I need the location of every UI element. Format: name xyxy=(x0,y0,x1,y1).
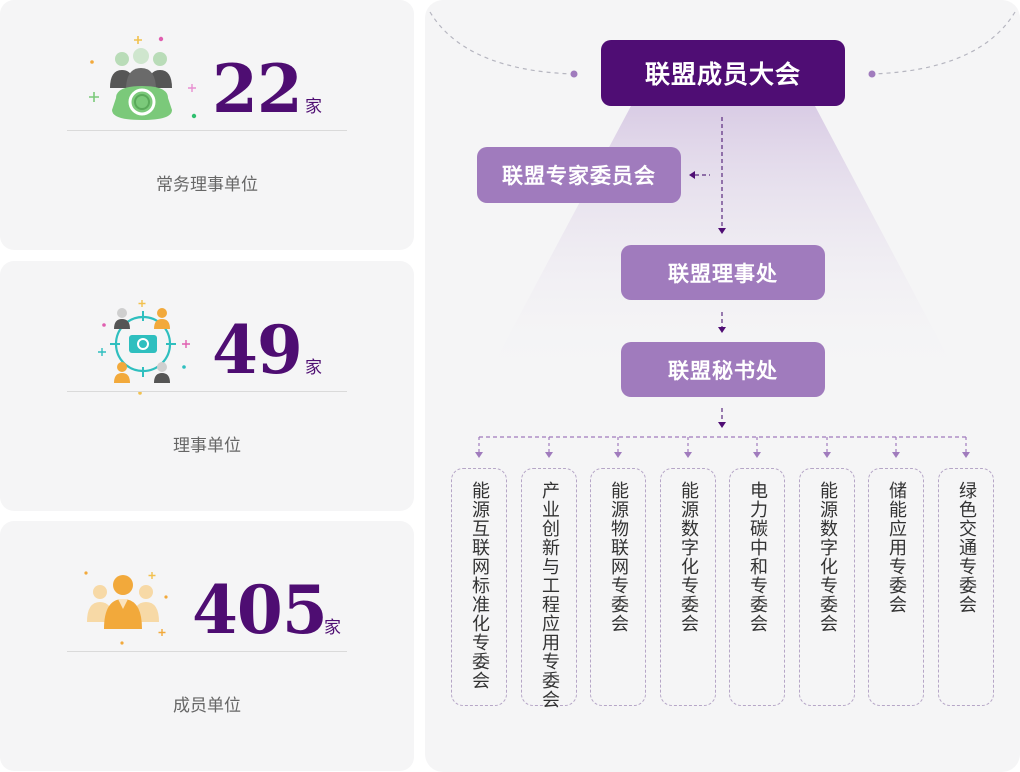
stat-card-members: 405 家 成员单位 xyxy=(0,521,414,771)
committee-label: 能源互联网标准化专委会 xyxy=(469,481,490,690)
stat-unit: 家 xyxy=(305,97,322,117)
committee-label: 绿色交通专委会 xyxy=(956,481,977,614)
committee-label: 能源数字化专委会 xyxy=(817,481,838,633)
orange-group-icon xyxy=(84,571,168,645)
stat-number: 22 xyxy=(212,50,303,128)
stat-card-standing-council: 22 家 常务理事单位 xyxy=(0,0,414,250)
divider xyxy=(67,651,347,652)
committee-box: 储能应用专委会 xyxy=(868,468,924,706)
org-chart-panel: 联盟成员大会 联盟专家委员会 联盟理事处 联盟秘书处 能源互联网标准化专委会 产… xyxy=(425,0,1020,772)
stat-label: 常务理事单位 xyxy=(156,175,258,195)
stat-number: 405 xyxy=(192,571,328,649)
committee-box: 产业创新与工程应用专委会 xyxy=(521,468,577,709)
divider xyxy=(67,391,347,392)
committee-box: 能源数字化专委会 xyxy=(799,468,855,706)
green-group-icon xyxy=(89,36,197,120)
committee-box: 能源互联网标准化专委会 xyxy=(451,468,507,706)
committee-box: 能源数字化专委会 xyxy=(660,468,716,706)
expert-committee-box: 联盟专家委员会 xyxy=(477,147,681,203)
network-group-icon xyxy=(98,300,190,395)
committee-label: 产业创新与工程应用专委会 xyxy=(539,481,560,709)
stat-label: 理事单位 xyxy=(173,436,241,456)
committee-box: 绿色交通专委会 xyxy=(938,468,994,706)
committee-box: 能源物联网专委会 xyxy=(590,468,646,706)
stat-number: 49 xyxy=(212,311,303,389)
divider xyxy=(67,130,347,131)
stat-unit: 家 xyxy=(324,618,341,638)
committee-label: 能源数字化专委会 xyxy=(678,481,699,633)
committee-label: 储能应用专委会 xyxy=(886,481,907,614)
committee-label: 能源物联网专委会 xyxy=(608,481,629,633)
stat-label: 成员单位 xyxy=(173,696,241,716)
committee-box: 电力碳中和专委会 xyxy=(729,468,785,706)
secretariat-box: 联盟秘书处 xyxy=(621,342,825,397)
general-assembly-box: 联盟成员大会 xyxy=(601,40,845,106)
council-office-box: 联盟理事处 xyxy=(621,245,825,300)
committee-label: 电力碳中和专委会 xyxy=(747,481,768,633)
stat-unit: 家 xyxy=(305,358,322,378)
stat-card-council: 49 家 理事单位 xyxy=(0,261,414,511)
